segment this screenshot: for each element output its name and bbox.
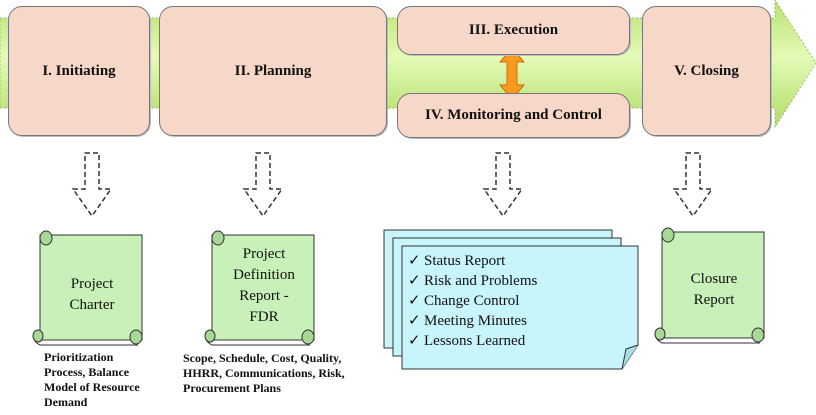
doc-line: Report - [239,288,289,304]
doc-line: Definition [233,267,295,283]
project-charter-text: Project Charter [44,274,140,316]
phase-execution-label: III. Execution [468,22,559,38]
down-arrow-icon [71,152,113,218]
phase-initiating-label: I. Initiating [42,62,116,79]
project-charter-scroll [32,230,143,346]
checklist-item: ✓Meeting Minutes [408,313,527,329]
down-arrow-icon [242,152,284,218]
check-icon: ✓ [408,273,421,289]
initiating-caption: Prioritization Process, Balance Model of… [44,350,174,410]
check-icon: ✓ [408,333,421,349]
checklist-item: ✓Change Control [408,293,520,309]
report-stack [383,229,639,370]
caption-line: HHRR, Communications, Risk, [183,366,345,380]
phase-monitoring-control: IV. Monitoring and Control [397,93,630,138]
caption-line: Demand [44,395,88,409]
phase-closing: V. Closing [642,6,771,136]
phase-closing-label: V. Closing [674,62,739,79]
doc-line: Charter [69,297,115,313]
closure-report-scroll [654,227,765,344]
fdr-text: Project Definition Report - FDR [216,244,312,328]
closure-report-text: Closure Report [666,269,762,311]
phase-execution: III. Execution [397,6,630,55]
check-icon: ✓ [408,313,421,329]
caption-line: Process, Balance [44,365,130,379]
down-arrow-icon [482,152,524,218]
phase-monitoring-label: IV. Monitoring and Control [425,107,602,123]
planning-caption: Scope, Schedule, Cost, Quality, HHRR, Co… [183,351,383,396]
check-icon: ✓ [408,293,421,309]
doc-line: FDR [249,309,279,325]
checklist-item: ✓Risk and Problems [408,273,538,289]
doc-line: Project [242,246,286,262]
phase-planning: II. Planning [159,6,387,136]
doc-line: Closure [690,271,738,287]
check-icon: ✓ [408,253,421,269]
fdr-scroll [204,230,315,346]
caption-line: Scope, Schedule, Cost, Quality, [183,351,342,365]
caption-line: Model of Resource [44,380,140,394]
phase-planning-label: II. Planning [234,62,312,79]
caption-line: Procurement Plans [183,381,281,395]
checklist-item: ✓Status Report [408,253,506,269]
caption-line: Prioritization [44,350,114,364]
doc-line: Report [693,292,735,308]
monitoring-checklist: ✓Status Report ✓Risk and Problems ✓Chang… [408,251,537,351]
doc-line: Project [70,276,114,292]
checklist-item: ✓Lessons Learned [408,333,526,349]
down-arrow-icon [672,152,714,218]
phase-initiating: I. Initiating [8,6,150,136]
